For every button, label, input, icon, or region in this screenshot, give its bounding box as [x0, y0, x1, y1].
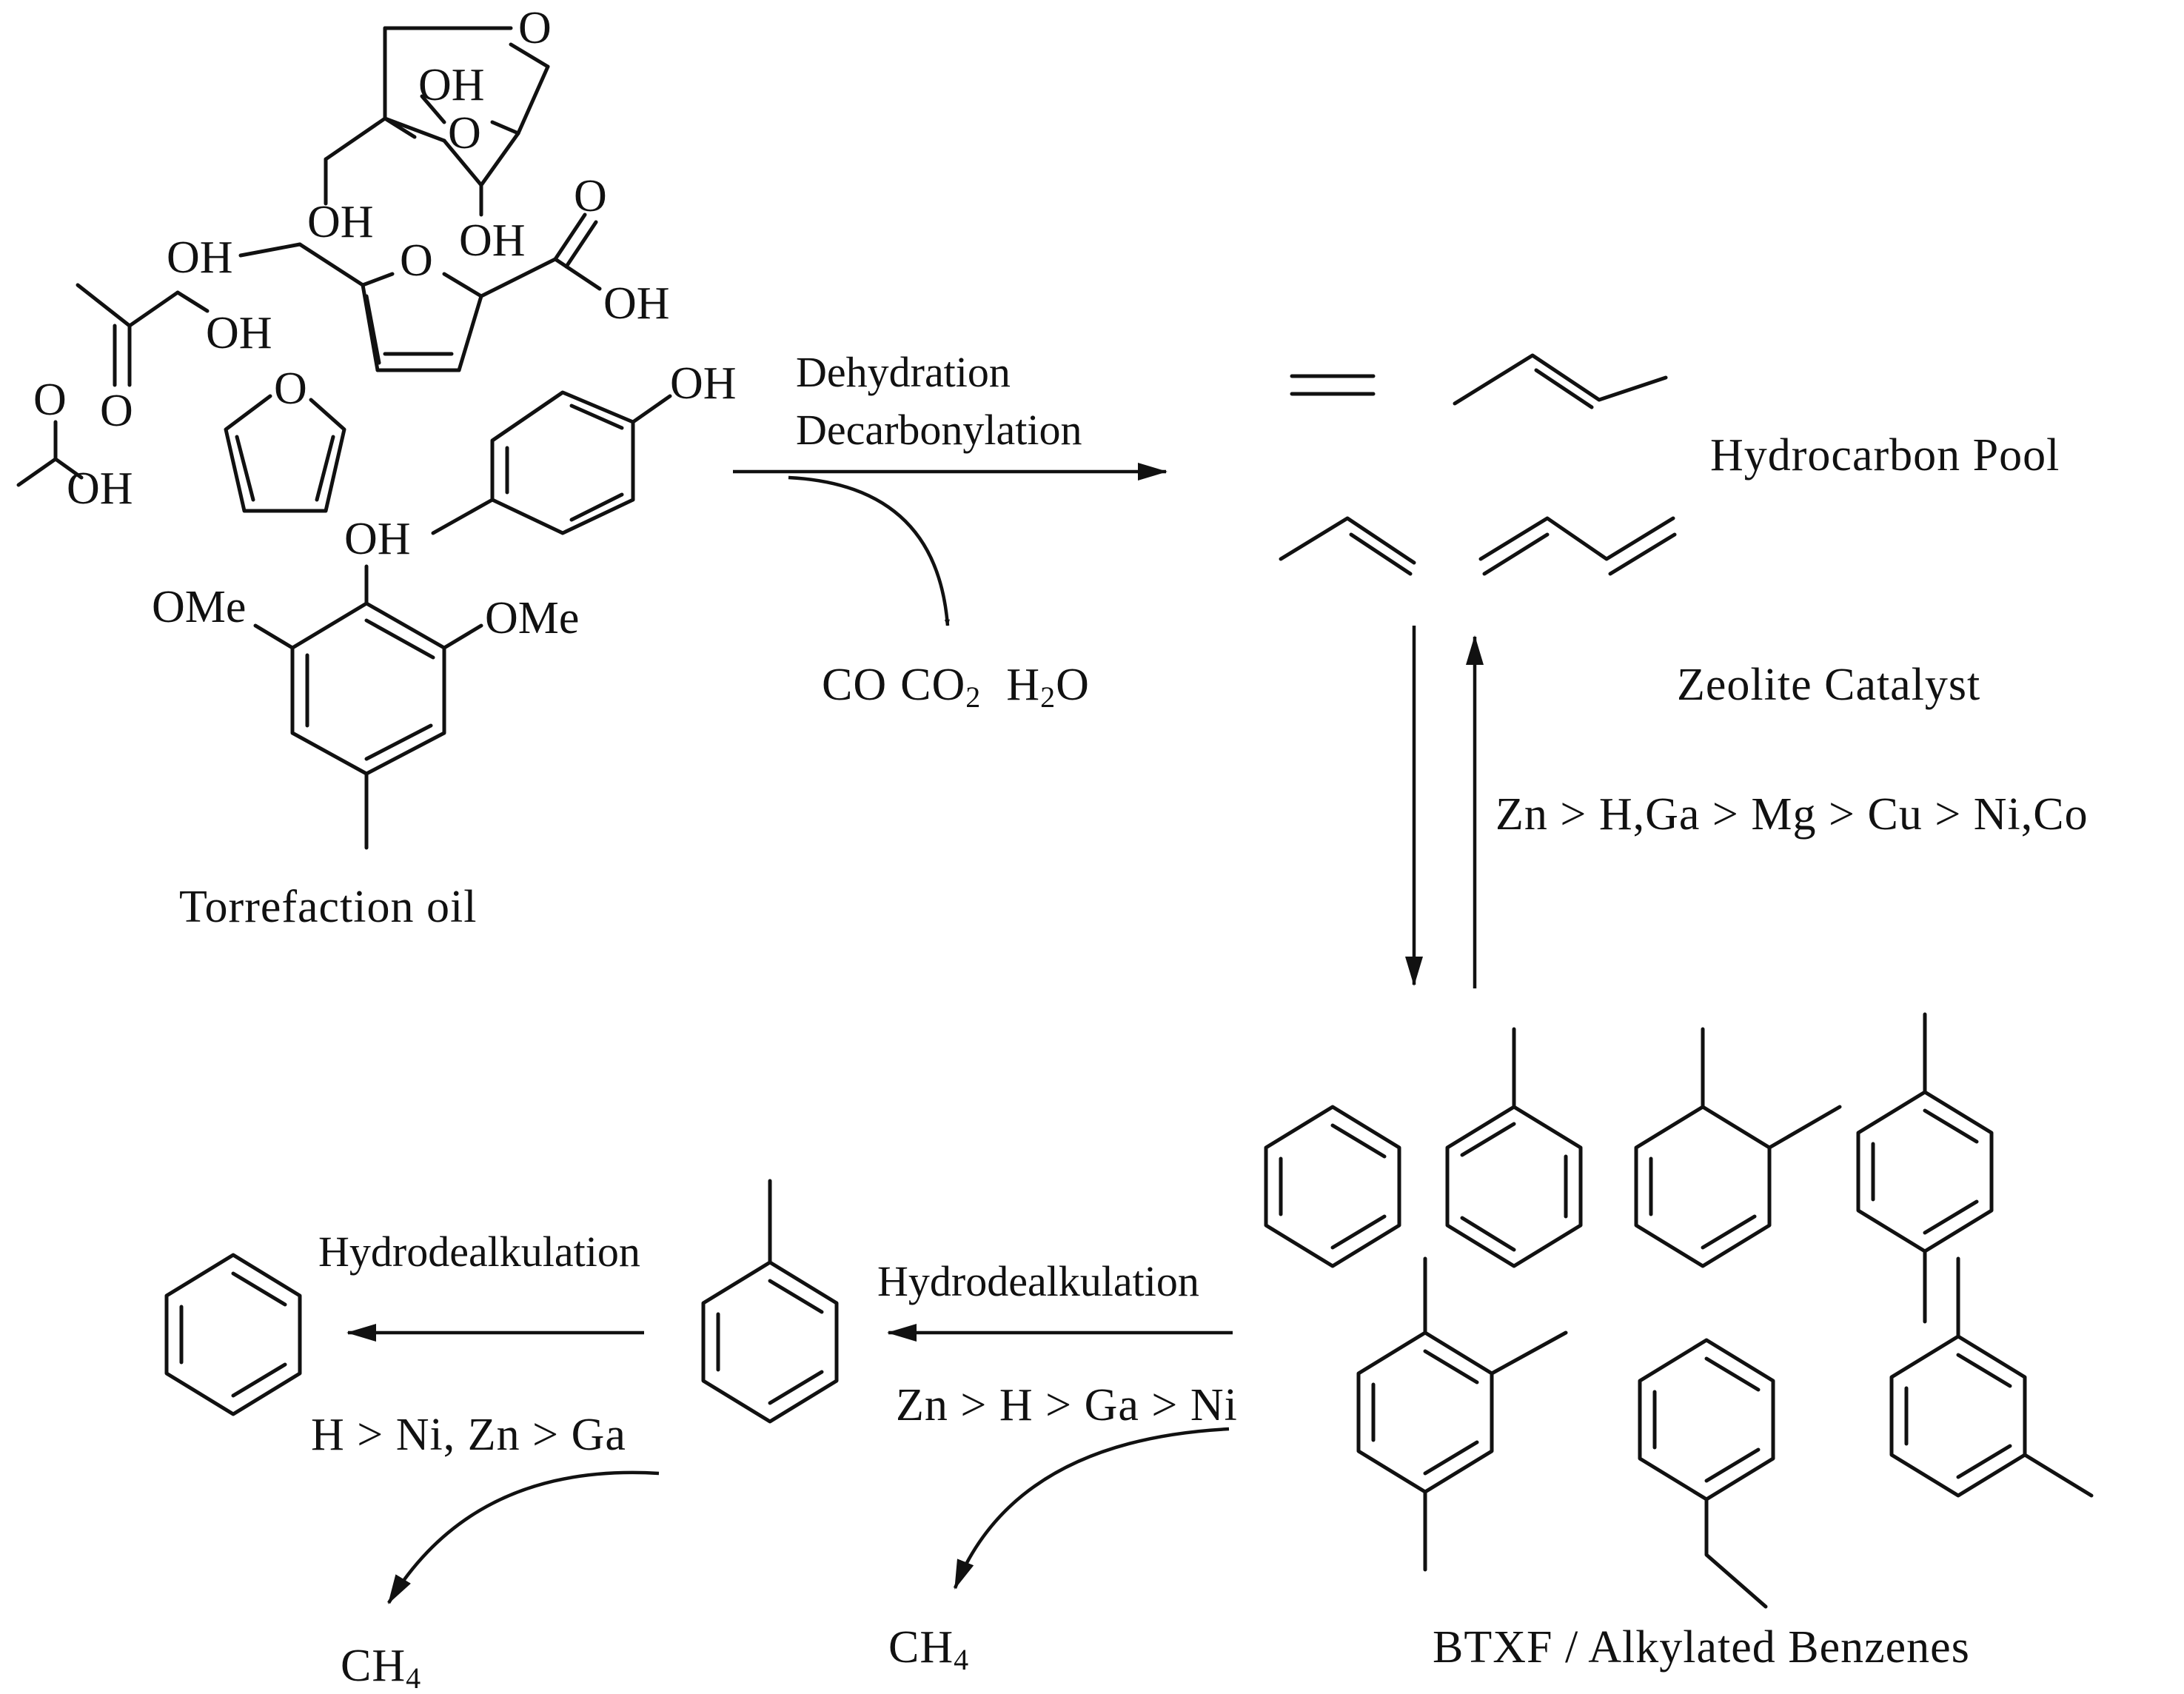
acetic-acid-structure: O OH — [16, 375, 133, 514]
acetic-acid-oh: OH — [67, 463, 133, 514]
syringol-ome-left: OMe — [152, 582, 246, 632]
methane-branch-arrow-2 — [387, 1470, 660, 1604]
toluene-intermediate-structure — [701, 1179, 839, 1424]
hydroxyacetone-structure: OH O — [76, 283, 272, 436]
dehydration-label: Dehydration — [796, 348, 1011, 396]
benzene-product-structure — [164, 1253, 302, 1416]
methane-label-2: CH4 — [341, 1641, 421, 1694]
hydrocarbon-pool-label: Hydrocarbon Pool — [1710, 430, 2060, 481]
ethylbenzene-structure — [1638, 1338, 1775, 1609]
carboxyl-oh: OH — [603, 278, 670, 329]
levoglucosan-bridge-oxygen: O — [448, 108, 481, 158]
zeolite-catalyst-label: Zeolite Catalyst — [1677, 660, 1980, 710]
dealkylation-activity-order-1: Zn > H > Ga > Ni — [896, 1380, 1238, 1430]
butadiene-structure — [1478, 516, 1677, 576]
levoglucosan-oh-top: OH — [418, 60, 485, 110]
ethylene-structure — [1290, 374, 1376, 396]
carboxyl-carbonyl-oxygen: O — [574, 171, 607, 221]
p-xylene-structure — [1856, 1012, 1994, 1324]
hydroxyacetone-oh: OH — [206, 308, 272, 358]
o-xylene-structure — [1634, 1027, 1842, 1268]
btxf-aromatics: BTXF / Alkylated Benzenes — [1264, 1012, 2094, 1673]
hydrodealkylation-label-1: Hydrodealkulation — [877, 1257, 1199, 1305]
hmf-hydroxymethyl-oh: OH — [167, 232, 233, 283]
methane-branch-arrow-1 — [953, 1427, 1230, 1590]
methylsyringol-structure: OH OMe OMe — [152, 514, 579, 850]
levoglucosan-ring-oxygen: O — [518, 3, 552, 53]
hydrodealkylation-step-1: Hydrodealkulation Zn > H > Ga > Ni CH4 — [877, 1257, 1238, 1676]
toluene-structure — [1445, 1027, 1583, 1268]
torrefaction-oil-molecules: O OH O OH OH OH O O OH — [16, 3, 737, 932]
m-xylene-structure — [1889, 1256, 2094, 1498]
syringol-ome-right: OMe — [485, 593, 579, 643]
furan-oxygen: O — [274, 364, 307, 414]
btxf-label: BTXF / Alkylated Benzenes — [1433, 1622, 1970, 1673]
furan-ring-oxygen: O — [400, 235, 433, 286]
syringol-oh: OH — [344, 514, 411, 564]
benzene-structure — [1264, 1105, 1401, 1268]
hydroxymethylfuroic-acid-structure: OH O O OH — [167, 171, 670, 372]
phenol-oh-para: OH — [670, 358, 737, 409]
torrefaction-oil-label: Torrefaction oil — [179, 882, 477, 932]
hydrodealkylation-step-2: Hydrodealkulation H > Ni, Zn > Ga CH4 — [311, 1228, 660, 1694]
levoglucosan-oh-right: OH — [459, 215, 526, 266]
methane-label-1: CH4 — [888, 1622, 969, 1676]
levoglucosan-structure: O OH O OH OH — [307, 3, 552, 266]
aromatization-activity-order: Zn > H,Ga > Mg > Cu > Ni,Co — [1495, 789, 2088, 840]
acetic-acid-carbonyl-oxygen: O — [33, 375, 67, 425]
trimethylbenzene-structure — [1356, 1256, 1568, 1572]
phenol-structure: OH — [431, 358, 737, 535]
hydrodealkylation-label-2: Hydrodealkulation — [318, 1228, 640, 1276]
furan-structure: O — [224, 364, 346, 513]
byproduct-branch-arrow — [788, 475, 950, 626]
hydroxyacetone-carbonyl-oxygen: O — [100, 386, 133, 436]
decarbonylation-label: Decarbonylation — [796, 406, 1082, 454]
dealkylation-activity-order-2: H > Ni, Zn > Ga — [311, 1410, 626, 1460]
propylene-structure — [1279, 516, 1416, 576]
butene-structure — [1453, 353, 1668, 409]
hydrocarbon-pool: Hydrocarbon Pool Zeolite Catalyst Zn > H… — [1279, 353, 2088, 840]
levoglucosan-oh-left: OH — [307, 197, 374, 247]
